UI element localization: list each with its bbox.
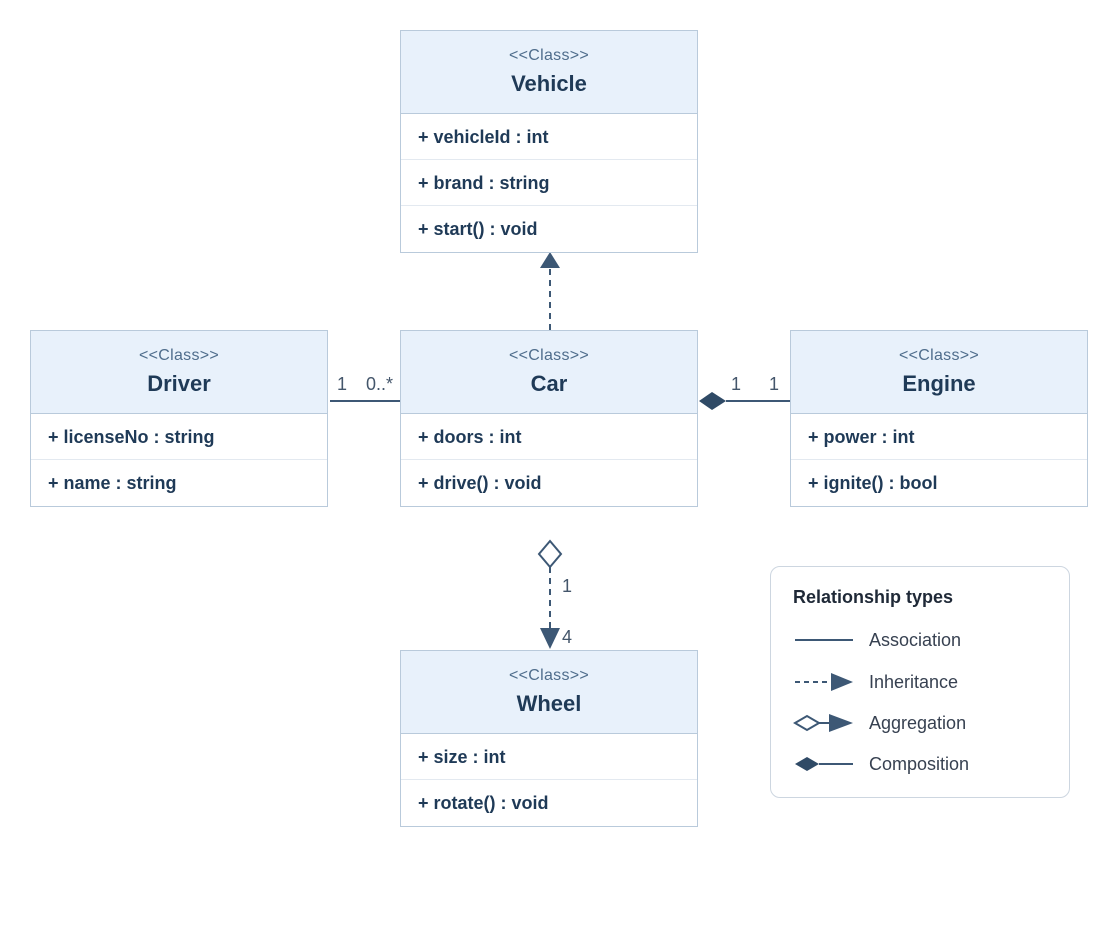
class-vehicle[interactable]: <<Class>> Vehicle + vehicleId : int + br… bbox=[400, 30, 698, 253]
legend-item-inheritance: Inheritance bbox=[793, 670, 1053, 694]
class-member: + licenseNo : string bbox=[31, 414, 327, 460]
legend-label: Inheritance bbox=[869, 672, 959, 692]
multiplicity-engine-side: 1 bbox=[769, 374, 780, 394]
association-line-icon bbox=[795, 639, 853, 641]
class-car[interactable]: <<Class>> Car + doors : int + drive() : … bbox=[400, 330, 698, 507]
composition-diamond bbox=[699, 392, 726, 410]
class-name: Engine bbox=[902, 371, 976, 396]
inheritance-arrow-icon bbox=[795, 673, 853, 691]
class-name: Car bbox=[530, 371, 568, 396]
legend-label: Association bbox=[869, 630, 962, 650]
class-member: + name : string bbox=[48, 473, 177, 493]
multiplicity-car-side: 0..* bbox=[366, 374, 394, 394]
multiplicity-wheel-side: 4 bbox=[562, 627, 573, 647]
class-member: + size : int bbox=[401, 734, 697, 780]
class-driver[interactable]: <<Class>> Driver + licenseNo : string + … bbox=[30, 330, 328, 507]
aggregation-diamond-icon bbox=[793, 714, 853, 732]
class-header: <<Class>> Engine bbox=[791, 331, 1087, 414]
class-member: + ignite() : bool bbox=[808, 473, 938, 493]
legend-item-composition: Composition bbox=[793, 752, 1053, 776]
class-stereotype: <<Class>> bbox=[508, 347, 590, 364]
multiplicity-car-side: 1 bbox=[562, 576, 573, 596]
composition-diamond-icon bbox=[795, 757, 853, 771]
multiplicity-driver-side: 1 bbox=[337, 374, 348, 394]
inheritance-arrowhead bbox=[540, 252, 560, 268]
class-name: Driver bbox=[147, 371, 211, 396]
aggregation-diamond bbox=[537, 539, 563, 569]
class-header: <<Class>> Vehicle bbox=[401, 31, 697, 114]
class-wheel[interactable]: <<Class>> Wheel + size : int + rotate() … bbox=[400, 650, 698, 827]
legend-label: Composition bbox=[869, 754, 970, 774]
class-stereotype: <<Class>> bbox=[508, 667, 590, 684]
class-stereotype: <<Class>> bbox=[898, 347, 980, 364]
class-member: + brand : string bbox=[401, 160, 697, 206]
class-member: + vehicleId : int bbox=[401, 114, 697, 160]
class-header: <<Class>> Wheel bbox=[401, 651, 697, 734]
class-member: + start() : void bbox=[418, 219, 538, 239]
aggregation-arrowhead bbox=[540, 628, 560, 649]
class-member: + rotate() : void bbox=[418, 793, 549, 813]
legend: Relationship types Association Inheritan… bbox=[770, 566, 1070, 798]
class-member: + doors : int bbox=[401, 414, 697, 460]
class-stereotype: <<Class>> bbox=[508, 47, 590, 64]
class-header: <<Class>> Driver bbox=[31, 331, 327, 414]
class-stereotype: <<Class>> bbox=[138, 347, 220, 364]
multiplicity-car-side: 1 bbox=[731, 374, 742, 394]
legend-label: Aggregation bbox=[869, 713, 967, 733]
class-header: <<Class>> Car bbox=[401, 331, 697, 414]
class-name: Vehicle bbox=[511, 71, 587, 96]
class-member: + power : int bbox=[791, 414, 1087, 460]
legend-item-association: Association bbox=[793, 628, 1053, 652]
class-name: Wheel bbox=[516, 691, 582, 716]
legend-item-aggregation: Aggregation bbox=[793, 711, 1053, 735]
class-engine[interactable]: <<Class>> Engine + power : int + ignite(… bbox=[790, 330, 1088, 507]
legend-title: Relationship types bbox=[793, 587, 954, 607]
class-member: + drive() : void bbox=[418, 473, 542, 493]
